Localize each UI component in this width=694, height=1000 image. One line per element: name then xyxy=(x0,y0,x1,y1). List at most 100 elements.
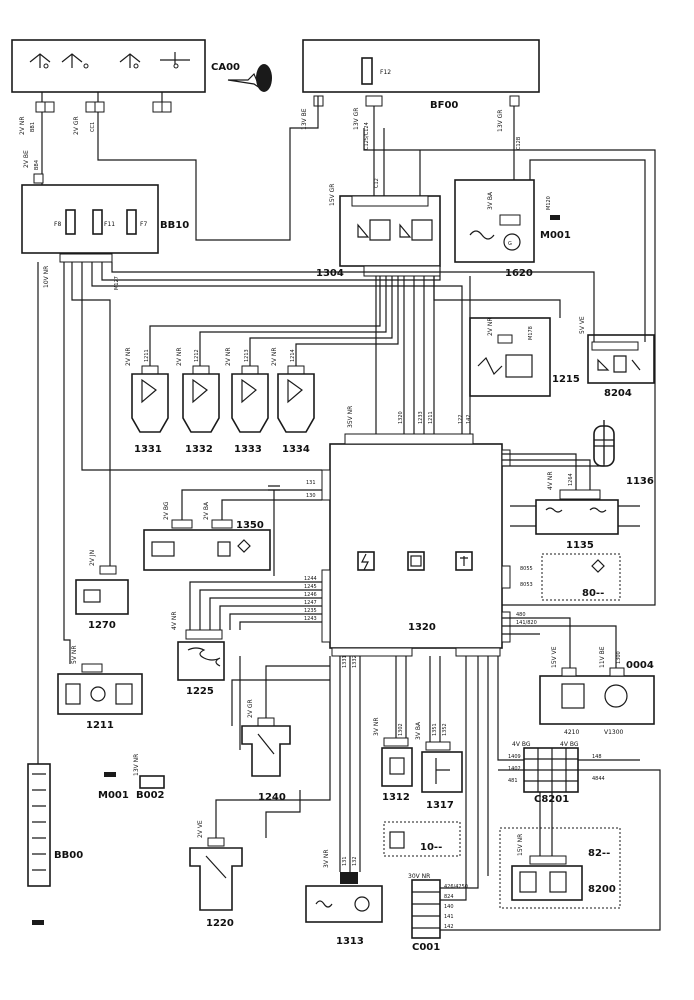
wire-1233: 1233 xyxy=(418,411,424,424)
label-4210: 4210 xyxy=(564,729,579,736)
bf00-conn-c-label: 13V GR xyxy=(497,110,504,132)
battery-bb00: BB00 xyxy=(27,763,83,925)
capacitor-1136: 1136 xyxy=(593,420,654,487)
component-1225: 1225 4V NR xyxy=(171,612,225,697)
wire-bb4: BB4 xyxy=(34,160,40,170)
label-bf00: BF00 xyxy=(430,100,458,111)
c1333-conn-label: 2V NR xyxy=(225,348,232,367)
injector-icon xyxy=(460,556,468,566)
injectors: 1331 2V NR 1332 2V NR 1333 2V NR 1334 2V… xyxy=(125,348,315,455)
wire-m178: M178 xyxy=(528,326,534,340)
wire-1214: 1214 xyxy=(290,349,296,362)
wire-1244: 1244 xyxy=(304,576,317,582)
wire-481: 481 xyxy=(508,778,518,784)
chip-icon xyxy=(410,555,422,567)
label-1620: 1620 xyxy=(505,268,533,279)
component-1312: 1312 3V NR xyxy=(373,718,413,803)
wire-142: 142 xyxy=(466,414,472,424)
wires xyxy=(37,96,661,931)
label-b002: B002 xyxy=(136,790,165,801)
label-1312: 1312 xyxy=(382,792,410,803)
wire-142b: 142 xyxy=(444,924,454,930)
wire-8053: 8053 xyxy=(520,582,533,588)
wire-122: 122 xyxy=(458,414,464,424)
injector-1334: 1334 2V NR xyxy=(271,348,315,455)
c8201-conn-a-label: 4V BG xyxy=(512,741,531,748)
component-1317: 1317 3V BA xyxy=(415,721,463,811)
ca00-conn-right-label: 2V GR xyxy=(73,116,80,135)
label-f8: F8 xyxy=(54,221,61,228)
c1313-conn-label: 3V NR xyxy=(323,850,330,869)
fuse-block-bb10: 2V BE BB4 F8 F11 F7 BB10 10V NR xyxy=(21,150,189,288)
label-f7: F7 xyxy=(140,221,147,228)
component-1313: 1313 3V NR xyxy=(305,850,383,947)
wire-1247: 1247 xyxy=(304,600,317,606)
wire-480: 480 xyxy=(516,612,526,618)
component-b002: B002 13V NR xyxy=(133,754,165,801)
ignition-switch-ca00: CA00 xyxy=(11,39,272,93)
label-1320: 1320 xyxy=(408,622,436,633)
wire-1352: 1352 xyxy=(442,723,448,736)
injector-1331: 1331 2V NR xyxy=(125,348,169,455)
wire-1402: 1402 xyxy=(508,766,521,772)
wire-1332: 1332 xyxy=(352,655,358,668)
bb10-out-label: 10V NR xyxy=(43,266,50,288)
ground-icon xyxy=(104,772,116,777)
c1211-conn-label: 5V NR xyxy=(71,646,78,665)
label-bb00: BB00 xyxy=(54,850,83,861)
c1135-conn-label: 4V NR xyxy=(547,472,554,491)
c1215-conn-label: 2V NR xyxy=(487,318,494,337)
c1350-conn-a-label: 2V BG xyxy=(163,501,170,520)
label-1333: 1333 xyxy=(234,444,262,455)
label-1317: 1317 xyxy=(426,800,454,811)
wire-1212: 1212 xyxy=(194,349,200,362)
label-1313: 1313 xyxy=(336,936,364,947)
wire-1211b: 1211 xyxy=(428,411,434,424)
label-f11: F11 xyxy=(104,221,115,228)
label-82: 82-- xyxy=(588,848,610,859)
wire-code-labels: C12 M120 M178 M127 1211 1212 1213 1214 1… xyxy=(114,178,622,930)
ecu-1320: 1320 35V NR xyxy=(321,406,511,657)
bf00-conn-b-label: 13V GR xyxy=(353,108,360,130)
wire-1302: 1302 xyxy=(398,723,404,736)
wire-148: 148 xyxy=(592,754,602,760)
wire-426: 426/4250 xyxy=(444,884,468,890)
instrument-0004: 0004 4210 V1300 15V VE 11V BE xyxy=(539,646,655,736)
label-1304: 1304 xyxy=(316,268,344,279)
wire-8055: 8055 xyxy=(520,566,533,572)
label-1270: 1270 xyxy=(88,620,116,631)
label-ca00: CA00 xyxy=(211,62,240,73)
label-m001-top: M001 xyxy=(540,230,571,241)
label-1334: 1334 xyxy=(282,444,310,455)
injector-1333: 1333 2V NR xyxy=(225,348,269,455)
c1620-conn-label: 3V BA xyxy=(487,191,494,210)
ground-m001-bottom: M001 xyxy=(98,772,129,801)
wire-c12: C12 xyxy=(374,178,380,188)
wire-1351: 1351 xyxy=(432,723,438,736)
c1240-conn-label: 2V GR xyxy=(247,699,254,718)
c1334-conn-label: 2V NR xyxy=(271,348,278,367)
c1270-conn-label: 2V JN xyxy=(89,550,96,566)
c8200-conn-label: 15V NR xyxy=(517,834,524,856)
wire-1409: 1409 xyxy=(508,754,521,760)
label-1225: 1225 xyxy=(186,686,214,697)
component-1270: 1270 2V JN xyxy=(75,550,129,631)
c8204-conn-label: 5V VE xyxy=(579,316,586,334)
label-8204: 8204 xyxy=(604,388,632,399)
c1225-conn-label: 4V NR xyxy=(171,612,178,631)
wire-1331: 1331 xyxy=(342,655,348,668)
wire-1245: 1245 xyxy=(304,584,317,590)
c1220-conn-label: 2V VE xyxy=(197,820,204,838)
wire-c125: C125/C124 xyxy=(364,122,370,150)
c1350-conn-b-label: 2V BA xyxy=(203,501,210,520)
ground-icon xyxy=(32,920,44,925)
sensor-1240: 1240 2V GR xyxy=(241,699,291,803)
label-bb10: BB10 xyxy=(160,220,189,231)
label-0004: 0004 xyxy=(626,660,654,671)
label-1220: 1220 xyxy=(206,918,234,929)
wire-1213: 1213 xyxy=(244,349,250,362)
c1317-conn-label: 3V BA xyxy=(415,721,422,740)
label-c001: C001 xyxy=(412,942,440,953)
ca00-connectors: 2V NR 2V GR BB1 CC1 xyxy=(19,92,172,135)
wire-132: 132 xyxy=(352,856,358,866)
